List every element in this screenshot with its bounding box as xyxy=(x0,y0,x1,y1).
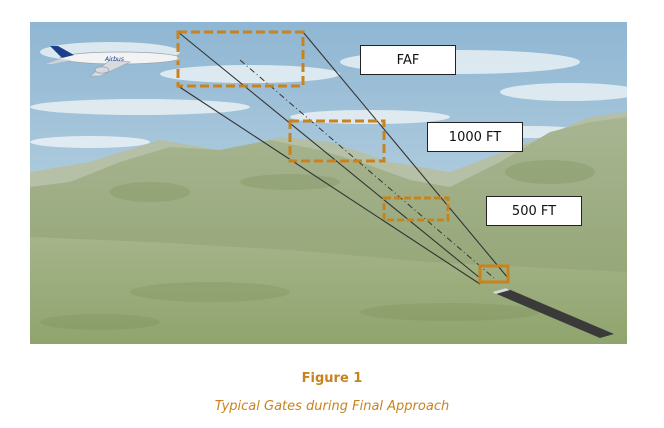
figure-number: Figure 1 xyxy=(301,371,363,386)
label-1000-ft-text: 1000 FT xyxy=(448,129,502,145)
approach-funnel xyxy=(177,31,509,285)
label-1000-ft: 1000 FT xyxy=(427,122,523,152)
label-500-ft: 500 FT xyxy=(486,196,582,226)
runway-icon xyxy=(492,288,614,338)
label-faf: FAF xyxy=(360,45,456,75)
figure-caption: Typical Gates during Final Approach xyxy=(214,399,450,414)
ground xyxy=(30,237,627,344)
terrain-texture xyxy=(40,160,595,330)
gate-500 xyxy=(382,196,450,222)
svg-text:Airbus: Airbus xyxy=(104,56,124,63)
airplane-icon: Airbus xyxy=(46,46,181,77)
gate-runway xyxy=(478,264,510,284)
label-faf-text: FAF xyxy=(396,52,420,68)
gate-1000 xyxy=(288,119,386,163)
glide-path xyxy=(239,59,495,279)
approach-illustration: Airbus xyxy=(30,22,627,344)
label-500-ft-text: 500 FT xyxy=(511,203,557,219)
